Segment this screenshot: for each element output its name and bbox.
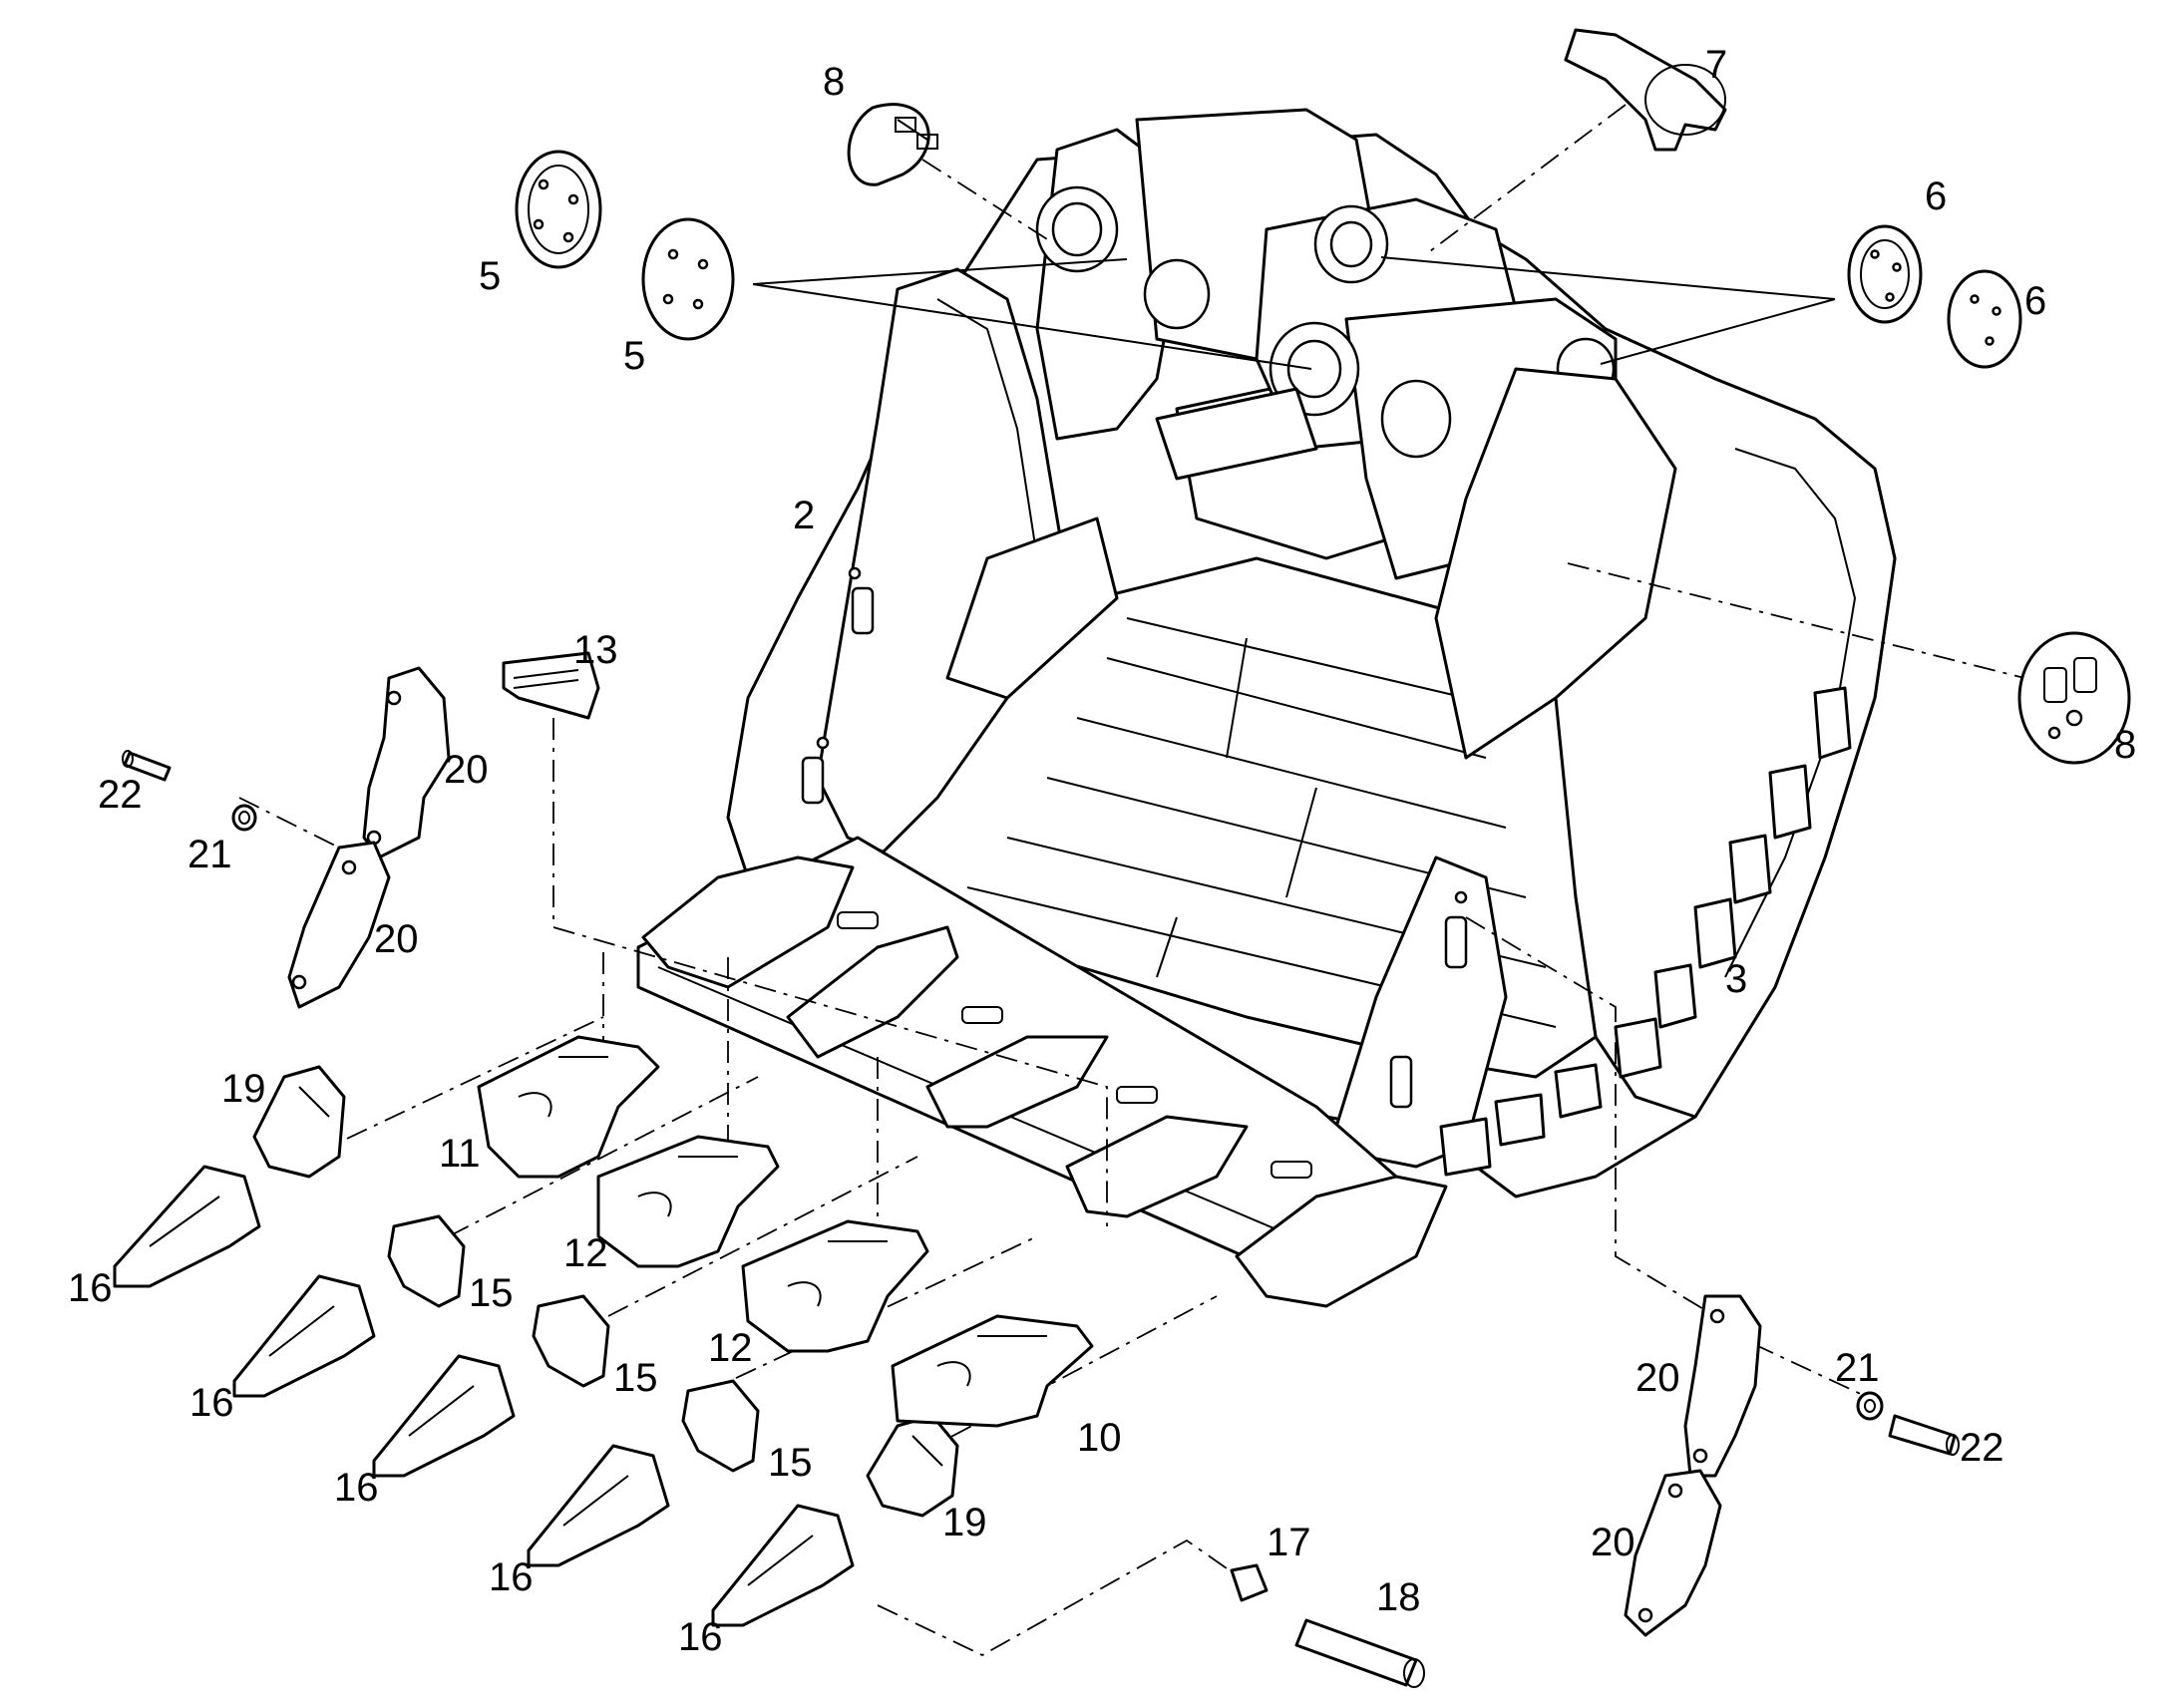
callout-8-top: 8: [823, 60, 845, 104]
cover-5-right: [641, 217, 735, 341]
cap-15-a: [387, 1214, 466, 1308]
mounting-lugs: [1035, 108, 1677, 760]
tooth-16-e: [711, 1504, 855, 1627]
shroud-10: [891, 1314, 1094, 1428]
callout-5-left: 5: [479, 254, 501, 298]
callout-20-upper-right: 20: [1635, 1356, 1680, 1400]
callout-16-c: 16: [334, 1466, 379, 1510]
tooth-16-b: [232, 1274, 376, 1398]
callout-11: 11: [439, 1132, 481, 1176]
callout-6-left: 6: [1925, 174, 1947, 218]
cover-8-right: [2017, 631, 2131, 765]
callout-16-b: 16: [189, 1381, 234, 1425]
leader-lines: [238, 104, 2025, 1657]
callout-15-a: 15: [469, 1271, 514, 1315]
tooth-16-c: [372, 1354, 516, 1478]
shroud-11: [477, 1035, 660, 1179]
hook-bracket-7: [1564, 28, 1727, 152]
callout-21-right: 21: [1835, 1346, 1880, 1390]
callout-22-right: 22: [1960, 1426, 2004, 1470]
callout-16-d: 16: [489, 1555, 534, 1599]
retainer-21-right: [1856, 1391, 1884, 1421]
callout-16-e: 16: [678, 1615, 723, 1659]
callout-18: 18: [1376, 1575, 1421, 1619]
callout-21-left: 21: [187, 833, 232, 876]
callout-15-b: 15: [613, 1356, 658, 1400]
callout-19-right: 19: [942, 1501, 987, 1544]
pin-18: [1294, 1618, 1425, 1688]
pin-22-left: [122, 750, 172, 782]
tooth-16-a: [113, 1165, 261, 1288]
callout-7: 7: [1705, 43, 1727, 87]
shroud-12-lower: [741, 1219, 929, 1353]
callout-22-left: 22: [98, 773, 143, 817]
callout-2: 2: [793, 494, 815, 537]
callout-12-lower: 12: [708, 1326, 753, 1370]
cover-6-left: [1847, 224, 1923, 324]
callout-20-lower-right: 20: [1591, 1521, 1635, 1564]
callout-10: 10: [1077, 1416, 1122, 1460]
callout-19-left: 19: [221, 1067, 266, 1111]
callout-5-right: 5: [623, 334, 645, 378]
shroud-12-upper: [596, 1135, 780, 1268]
callout-6-right: 6: [2024, 279, 2046, 323]
callout-13: 13: [573, 628, 618, 672]
lip-adapters: [641, 855, 1448, 1308]
cover-8-top: [847, 103, 938, 186]
callout-3: 3: [1725, 957, 1747, 1001]
callout-labels: 2 3 5 5 6 6 7 8 8 10 11 12 12 13 15 15 1…: [68, 43, 2136, 1659]
lock-17: [1230, 1563, 1269, 1602]
wing-shroud-20-lower-right: [1624, 1469, 1722, 1637]
callout-20-lower-left: 20: [374, 917, 419, 961]
callout-16-a: 16: [68, 1266, 113, 1310]
callout-15-c: 15: [768, 1441, 813, 1485]
adapter-19-left: [252, 1065, 346, 1179]
wing-shroud-20-lower-left: [287, 841, 391, 1009]
pin-22-right: [1888, 1414, 1960, 1456]
wing-shroud-20-upper-left: [362, 666, 451, 859]
callout-8-right: 8: [2114, 723, 2136, 767]
wing-shroud-20-upper-right: [1683, 1294, 1762, 1478]
tooth-16-d: [527, 1444, 670, 1567]
cover-5-left: [515, 150, 602, 269]
callout-20-upper-left: 20: [444, 748, 489, 792]
callout-12-upper: 12: [563, 1231, 608, 1275]
cap-15-c: [681, 1379, 760, 1473]
right-side-wear-blocks: [1439, 686, 1852, 1177]
retainer-21-left: [231, 804, 257, 832]
callout-17: 17: [1267, 1521, 1311, 1564]
wear-block-13: [502, 651, 600, 720]
cap-15-b: [532, 1294, 610, 1388]
cover-6-right: [1947, 269, 2022, 369]
